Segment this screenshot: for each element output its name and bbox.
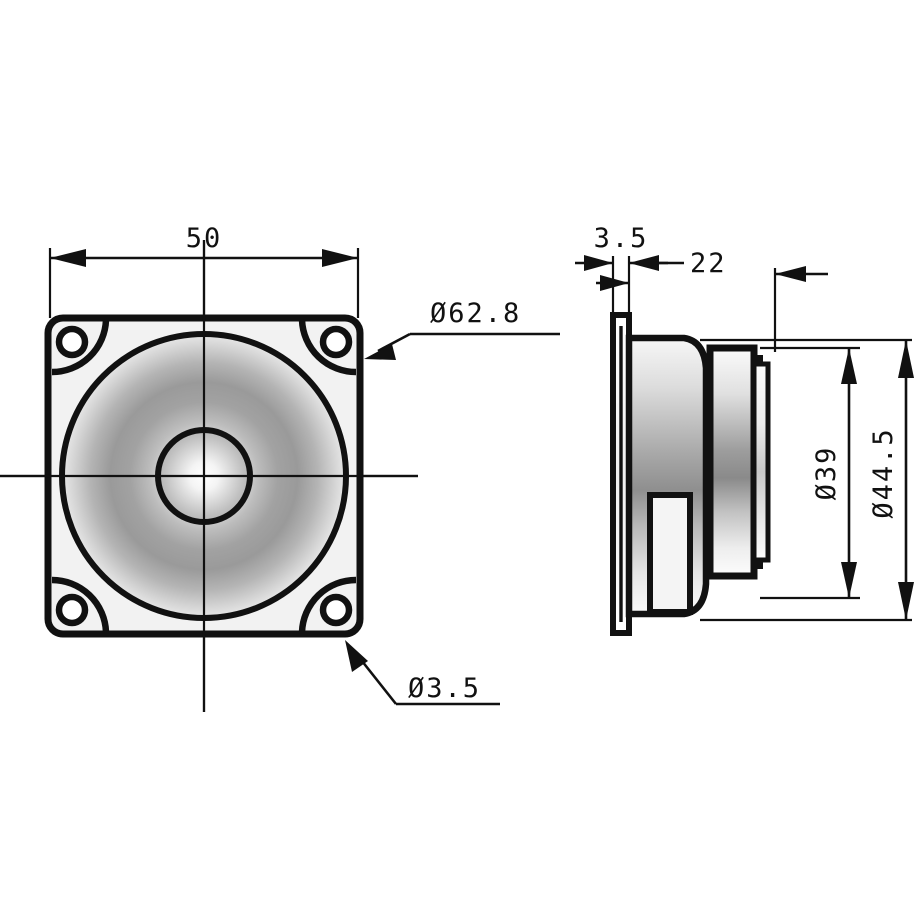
dim-label-flange-3-5: 3.5 bbox=[594, 223, 649, 254]
basket-terminal-cutout bbox=[647, 492, 693, 615]
side-section-view bbox=[610, 312, 771, 636]
arrowhead-right bbox=[629, 255, 659, 271]
front-view-centerline-overlay bbox=[0, 240, 418, 712]
magnet-block bbox=[706, 344, 758, 580]
arrowhead-bottom bbox=[898, 582, 914, 620]
leader-arrowhead bbox=[345, 640, 368, 672]
leader-arrowhead bbox=[364, 344, 396, 360]
dim-label-body-44-5: Ø44.5 bbox=[868, 427, 899, 518]
leader-hole-diameter: Ø3.5 bbox=[345, 640, 500, 706]
dim-label-cone-diameter: Ø62.8 bbox=[430, 298, 521, 329]
dim-label-hole-diameter: Ø3.5 bbox=[408, 673, 481, 704]
rear-cap-plate bbox=[751, 361, 771, 563]
dim-label-depth-22: 22 bbox=[690, 248, 727, 279]
mounting-hole-top-left bbox=[55, 325, 89, 359]
arrowhead-bottom bbox=[841, 562, 857, 598]
dim-label-magnet-39: Ø39 bbox=[811, 446, 842, 501]
arrowhead-left bbox=[50, 249, 86, 267]
leader-angled bbox=[356, 655, 398, 705]
dimension-width-50: 50 bbox=[48, 223, 360, 318]
arrowhead-inner-left bbox=[600, 275, 629, 291]
dim-label-width-50: 50 bbox=[186, 223, 223, 254]
leader-cone-diameter: Ø62.8 bbox=[364, 298, 560, 360]
dimension-magnet-39: Ø39 bbox=[760, 346, 860, 600]
mounting-hole-bottom-left bbox=[55, 593, 89, 627]
dimension-flange-3-5: 3.5 bbox=[575, 223, 668, 315]
arrowhead-right bbox=[775, 266, 806, 282]
arrowhead-right bbox=[322, 249, 358, 267]
leader-angled bbox=[377, 332, 411, 353]
mounting-holes bbox=[55, 325, 353, 627]
front-view bbox=[0, 240, 418, 712]
mounting-hole-top-right bbox=[319, 325, 353, 359]
dimension-depth-22: 22 bbox=[596, 248, 828, 352]
arrowhead-top bbox=[898, 340, 914, 378]
arrowhead-left bbox=[584, 255, 613, 271]
arrowhead-top bbox=[841, 348, 857, 384]
dimension-body-44-5: Ø44.5 bbox=[700, 338, 914, 622]
mounting-hole-bottom-right bbox=[319, 593, 353, 627]
corner-fillet-arcs bbox=[51, 319, 357, 633]
